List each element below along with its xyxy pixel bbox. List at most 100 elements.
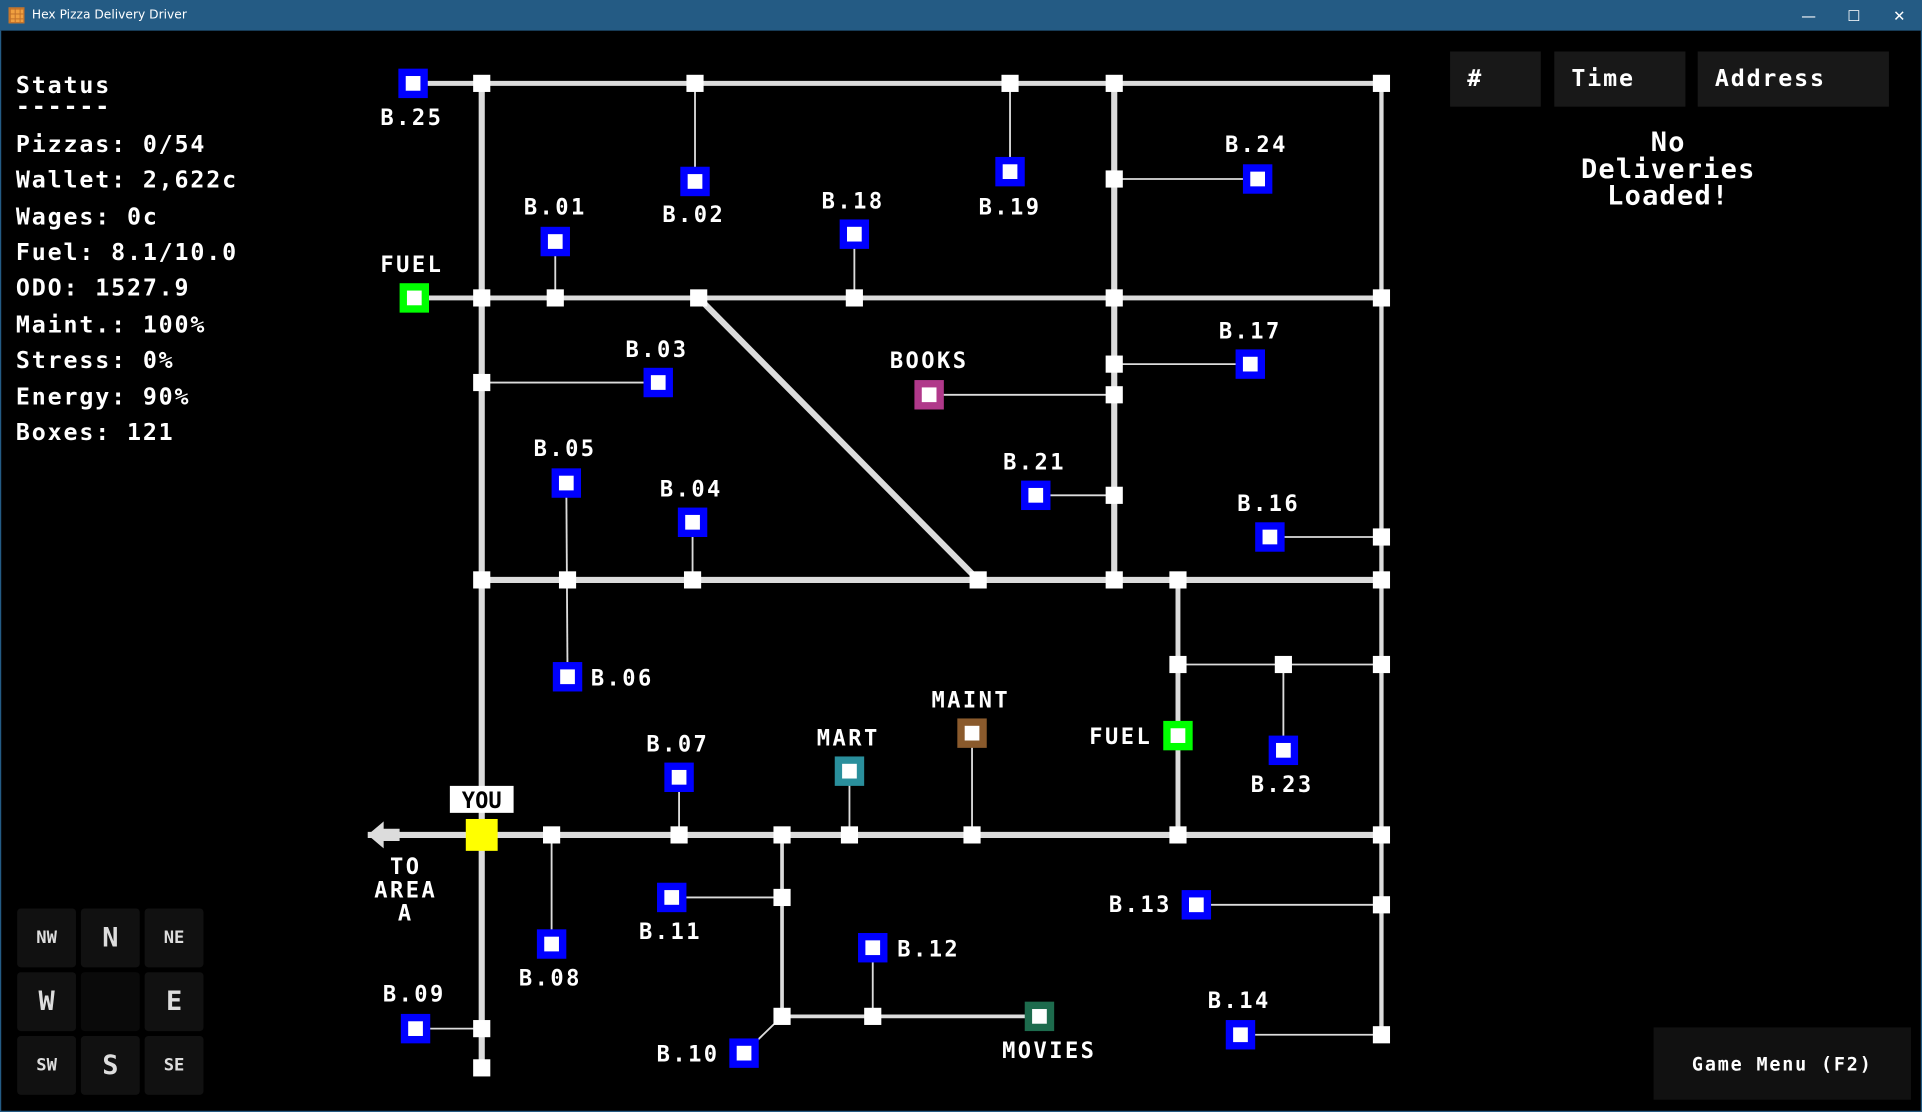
- intersection-node[interactable]: [1001, 74, 1019, 92]
- building-icon-center: [671, 769, 687, 785]
- intersection-node[interactable]: [1372, 826, 1391, 844]
- movies-marker[interactable]: MOVIES: [1002, 1001, 1096, 1064]
- house-marker[interactable]: B.14: [1208, 989, 1271, 1050]
- mart-marker[interactable]: MART: [817, 726, 880, 786]
- house-marker[interactable]: B.25: [380, 68, 443, 131]
- close-button[interactable]: ✕: [1893, 6, 1906, 24]
- intersection-node[interactable]: [473, 74, 491, 92]
- place-label: MAINT: [931, 688, 1010, 713]
- move-s-button[interactable]: S: [80, 1035, 140, 1095]
- intersection-node[interactable]: [1105, 486, 1123, 504]
- maximize-button[interactable]: ☐: [1847, 6, 1861, 24]
- building-icon-center: [664, 890, 680, 905]
- move-nw-button[interactable]: NW: [17, 908, 76, 968]
- house-marker[interactable]: B.08: [519, 929, 582, 992]
- intersection-node[interactable]: [1372, 655, 1391, 674]
- intersection-node[interactable]: [845, 289, 863, 307]
- house-marker[interactable]: B.04: [660, 478, 723, 537]
- house-marker[interactable]: B.12: [858, 933, 960, 963]
- house-marker[interactable]: B.06: [552, 662, 654, 692]
- house-marker[interactable]: B.18: [822, 189, 885, 249]
- move-se-button[interactable]: SE: [144, 1035, 204, 1095]
- intersection-node[interactable]: [963, 826, 981, 844]
- house-marker[interactable]: B.01: [524, 196, 587, 257]
- intersection-node[interactable]: [969, 571, 987, 589]
- place-label: MOVIES: [1002, 1039, 1096, 1064]
- intersection-node[interactable]: [1105, 386, 1123, 404]
- intersection-node[interactable]: [1105, 571, 1123, 589]
- intersection-node[interactable]: [1105, 74, 1123, 92]
- intersection-node[interactable]: [773, 826, 791, 844]
- house-marker[interactable]: B.11: [639, 882, 702, 945]
- house-marker[interactable]: B.03: [626, 338, 689, 398]
- house-marker[interactable]: B.07: [646, 733, 709, 793]
- move-n-button[interactable]: N: [80, 908, 140, 968]
- place-label: B.10: [657, 1043, 720, 1068]
- message-line: No: [1650, 127, 1686, 159]
- house-marker[interactable]: B.13: [1109, 890, 1212, 920]
- move-e-button[interactable]: E: [144, 972, 204, 1032]
- house-marker[interactable]: B.21: [1003, 451, 1066, 511]
- intersection-node[interactable]: [1105, 355, 1123, 373]
- stat-wages: Wages: 0c: [15, 203, 159, 231]
- intersection-node[interactable]: [1169, 655, 1187, 674]
- intersection-node[interactable]: [1372, 1026, 1391, 1044]
- column-header-number[interactable]: #: [1450, 51, 1541, 107]
- intersection-node[interactable]: [773, 888, 791, 907]
- intersection-node[interactable]: [1105, 289, 1123, 307]
- house-marker[interactable]: B.10: [657, 1038, 759, 1068]
- house-marker[interactable]: B.02: [662, 166, 725, 228]
- intersection-node[interactable]: [1274, 655, 1292, 674]
- intersection-node[interactable]: [1372, 571, 1391, 589]
- move-sw-button[interactable]: SW: [17, 1035, 76, 1095]
- intersection-node[interactable]: [558, 571, 577, 589]
- house-marker[interactable]: B.16: [1237, 492, 1300, 552]
- intersection-node[interactable]: [1169, 571, 1187, 589]
- books-marker[interactable]: BOOKS: [890, 349, 969, 410]
- intersection-node[interactable]: [773, 1007, 791, 1025]
- intersection-node[interactable]: [473, 571, 491, 589]
- intersection-node[interactable]: [1372, 528, 1391, 546]
- column-header-address[interactable]: Address: [1697, 51, 1889, 107]
- stat-stress: Stress: 0%: [15, 346, 175, 374]
- maint-marker[interactable]: MAINT: [931, 688, 1010, 748]
- stat-boxes: Boxes: 121: [15, 419, 175, 447]
- intersection-node[interactable]: [1372, 74, 1391, 92]
- building-icon-center: [1188, 897, 1204, 913]
- stat-odo: ODO: 1527.9: [15, 274, 191, 302]
- intersection-node[interactable]: [1105, 170, 1123, 188]
- status-underline: ------: [15, 93, 112, 121]
- intersection-node[interactable]: [546, 289, 564, 307]
- intersection-node[interactable]: [543, 826, 561, 844]
- move-w-button[interactable]: W: [17, 972, 76, 1032]
- exit-arrow-icon[interactable]: [367, 821, 400, 849]
- intersection-node[interactable]: [473, 373, 491, 392]
- intersection-node[interactable]: [670, 826, 688, 844]
- intersection-node[interactable]: [683, 571, 702, 589]
- building-icon-center: [1262, 529, 1278, 545]
- intersection-node[interactable]: [1372, 896, 1391, 914]
- intersection-node[interactable]: [840, 826, 859, 844]
- house-marker[interactable]: B.19: [979, 156, 1042, 221]
- exit-label: A: [398, 902, 414, 927]
- intersection-node[interactable]: [690, 289, 708, 307]
- house-marker[interactable]: B.23: [1251, 735, 1314, 798]
- intersection-node[interactable]: [1169, 826, 1187, 844]
- column-header-time[interactable]: Time: [1554, 51, 1686, 107]
- intersection-node[interactable]: [686, 74, 704, 92]
- house-marker[interactable]: B.09: [383, 983, 446, 1044]
- move-ne-button[interactable]: NE: [144, 908, 204, 968]
- intersection-node[interactable]: [473, 1020, 491, 1038]
- intersection-node[interactable]: [1372, 289, 1391, 307]
- intersection-node[interactable]: [473, 1059, 491, 1077]
- game-menu-button[interactable]: Game Menu (F2): [1653, 1027, 1911, 1100]
- intersection-node[interactable]: [473, 289, 491, 307]
- building-icon-center: [687, 174, 703, 189]
- fuel-marker[interactable]: FUEL: [380, 253, 443, 313]
- intersection-node[interactable]: [864, 1007, 882, 1025]
- house-marker[interactable]: B.24: [1225, 133, 1288, 194]
- house-marker[interactable]: B.05: [534, 437, 597, 498]
- minimize-button[interactable]: —: [1801, 6, 1816, 24]
- fuel-marker[interactable]: FUEL: [1089, 720, 1193, 751]
- house-marker[interactable]: B.17: [1219, 319, 1282, 379]
